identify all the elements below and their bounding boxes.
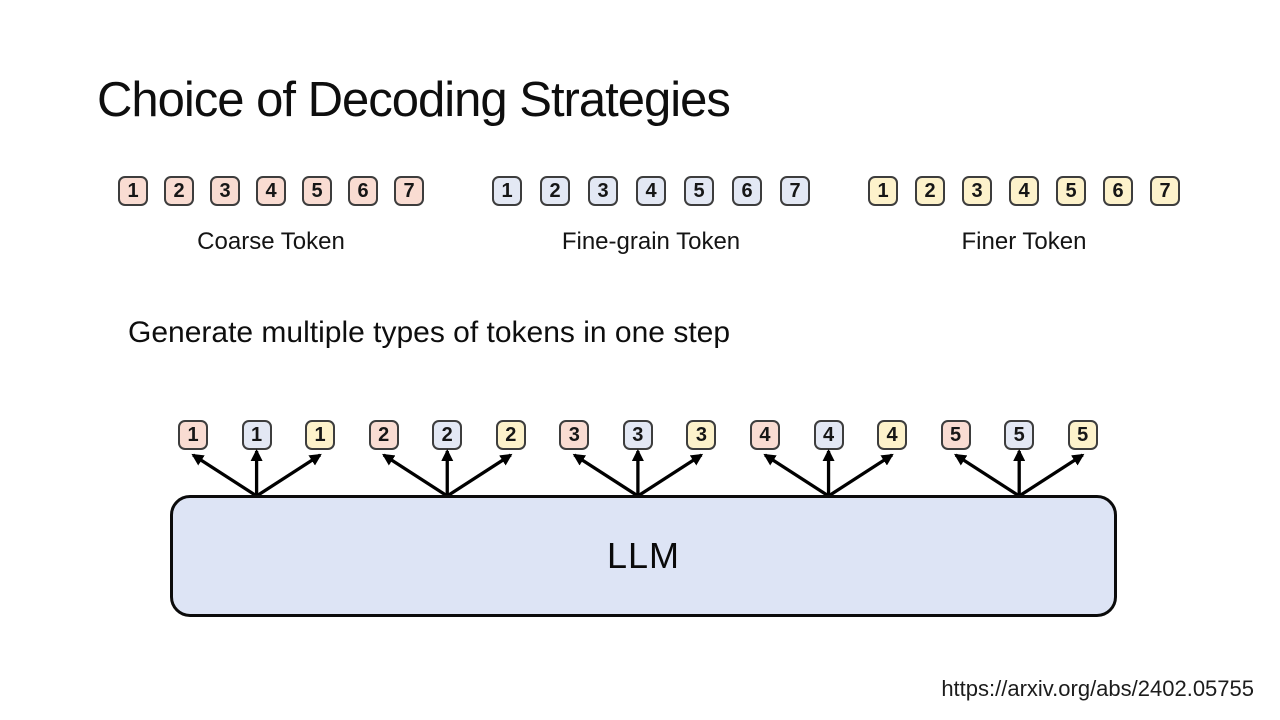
token-box-fine: 3 xyxy=(622,420,653,450)
footer-url: https://arxiv.org/abs/2402.05755 xyxy=(941,676,1254,701)
token-box-coarse: 3 xyxy=(210,176,240,206)
token-box-finer: 6 xyxy=(1103,176,1133,206)
token-box-finer: 3 xyxy=(686,420,717,450)
token-box-coarse: 2 xyxy=(368,420,399,450)
token-box-fine: 2 xyxy=(432,420,463,450)
token-box-finer: 4 xyxy=(877,420,908,450)
token-box-finer: 7 xyxy=(1150,176,1180,206)
token-box-coarse: 4 xyxy=(256,176,286,206)
token-box-fine: 3 xyxy=(588,176,618,206)
token-box-finer: 5 xyxy=(1056,176,1086,206)
token-box-coarse: 1 xyxy=(118,176,148,206)
token-box-fine: 6 xyxy=(732,176,762,206)
token-row-label-coarse: Coarse Token xyxy=(197,228,345,255)
token-box-fine: 4 xyxy=(636,176,666,206)
token-box-coarse: 3 xyxy=(559,420,590,450)
token-box-fine: 4 xyxy=(813,420,844,450)
token-box-finer: 5 xyxy=(1067,420,1098,450)
token-box-fine: 7 xyxy=(780,176,810,206)
subtitle-text: Generate multiple types of tokens in one… xyxy=(128,316,731,349)
token-box-finer: 2 xyxy=(915,176,945,206)
token-box-coarse: 1 xyxy=(178,420,208,450)
token-box-fine: 1 xyxy=(241,420,272,450)
token-box-coarse: 4 xyxy=(749,420,780,450)
token-box-coarse: 2 xyxy=(164,176,194,206)
slide-title: Choice of Decoding Strategies xyxy=(97,73,731,127)
token-box-fine: 1 xyxy=(492,176,522,206)
token-row-label-finer: Finer Token xyxy=(961,228,1087,255)
token-box-fine: 2 xyxy=(540,176,570,206)
token-box-finer: 1 xyxy=(305,420,336,450)
token-box-finer: 4 xyxy=(1009,176,1039,206)
token-box-finer: 1 xyxy=(868,176,898,206)
token-box-finer: 2 xyxy=(495,420,526,450)
token-box-coarse: 6 xyxy=(348,176,378,206)
token-box-fine: 5 xyxy=(1004,420,1035,450)
token-row-label-fine-grain: Fine-grain Token xyxy=(561,228,741,255)
token-box-coarse: 7 xyxy=(394,176,424,206)
llm-box: LLM xyxy=(170,495,1117,617)
token-box-finer: 3 xyxy=(962,176,992,206)
llm-label: LLM xyxy=(606,535,681,576)
token-box-coarse: 5 xyxy=(302,176,332,206)
token-box-fine: 5 xyxy=(684,176,714,206)
token-box-coarse: 5 xyxy=(940,420,971,450)
